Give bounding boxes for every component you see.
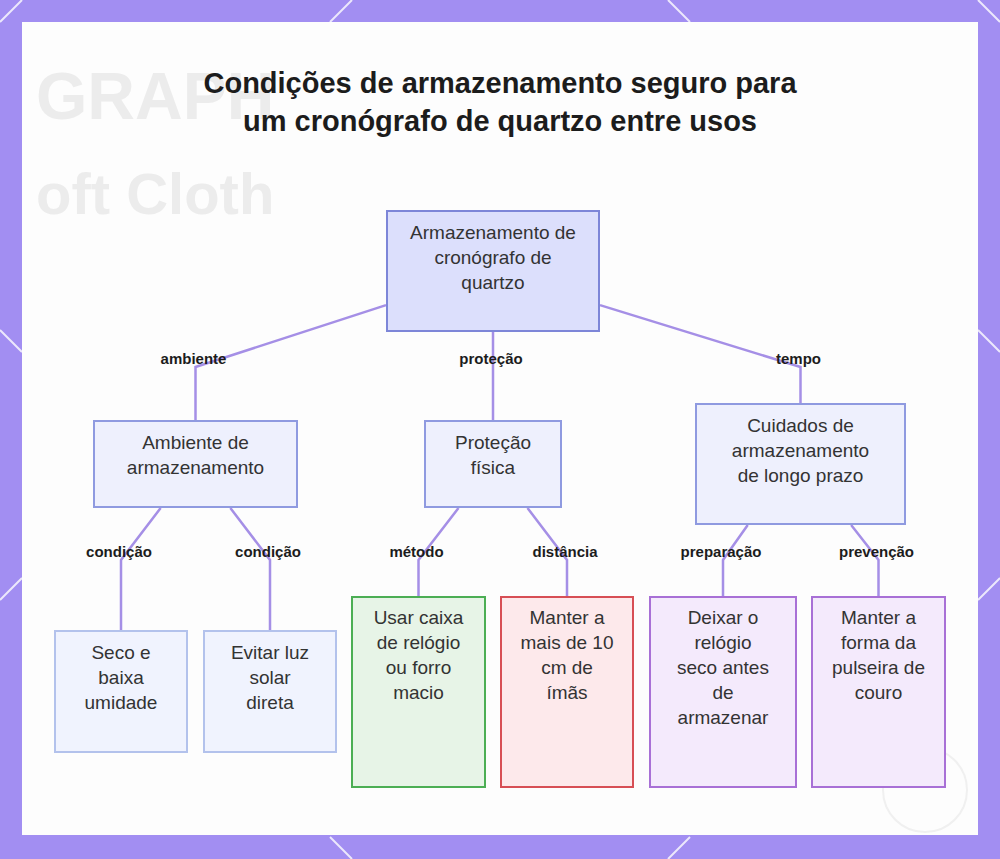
edge-label: prevenção [839, 543, 914, 560]
prevention-box: Manter a forma da pulseira de couro [811, 596, 946, 788]
category-box: Ambiente de armazenamento [93, 420, 298, 508]
category-box: Cuidados de armazenamento de longo prazo [695, 403, 906, 525]
node-text: Proteção física [440, 430, 546, 480]
edge-label: método [389, 543, 443, 560]
connector-line [230, 508, 270, 630]
node-text: Evitar luz solar direta [227, 640, 313, 715]
connector-line [121, 508, 161, 630]
condition-box: Seco e baixa umidade [54, 630, 188, 753]
connector-line [600, 305, 801, 403]
method-box: Usar caixa de relógio ou forro macio [351, 596, 486, 788]
edge-label: distância [532, 543, 597, 560]
edge-label: tempo [776, 350, 821, 367]
edge-label: proteção [459, 350, 522, 367]
node-text: Usar caixa de relógio ou forro macio [371, 605, 466, 705]
edge-label: condição [86, 543, 152, 560]
edge-label: preparação [681, 543, 762, 560]
connector-line [723, 525, 748, 596]
node-text: Ambiente de armazenamento [109, 430, 282, 480]
category-box: Proteção física [424, 420, 562, 508]
preparation-box: Deixar o relógio seco antes de armazenar [649, 596, 797, 788]
node-text: Armazenamento de cronógrafo de quartzo [406, 220, 580, 295]
distance-box: Manter a mais de 10 cm de ímãs [500, 596, 634, 788]
connector-line [851, 525, 878, 596]
edge-label: condição [235, 543, 301, 560]
edge-label: ambiente [161, 350, 227, 367]
node-text: Cuidados de armazenamento de longo prazo [719, 413, 882, 488]
watermark-text: oft Cloth [36, 160, 274, 227]
node-text: Manter a mais de 10 cm de ímãs [518, 605, 616, 705]
connector-line [492, 332, 495, 420]
condition-box: Evitar luz solar direta [203, 630, 337, 753]
diagram-title: Condições de armazenamento seguro para u… [200, 64, 800, 140]
node-text: Seco e baixa umidade [78, 640, 164, 715]
root-box: Armazenamento de cronógrafo de quartzo [386, 210, 600, 332]
node-text: Deixar o relógio seco antes de armazenar [677, 605, 769, 730]
node-text: Manter a forma da pulseira de couro [829, 605, 928, 705]
